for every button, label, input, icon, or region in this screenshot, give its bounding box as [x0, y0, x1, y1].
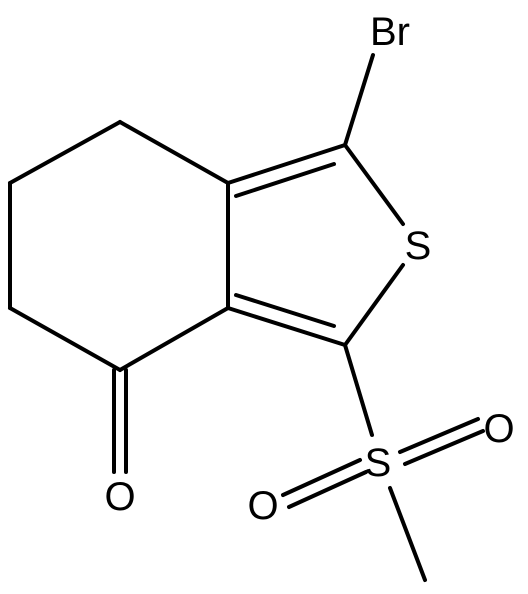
- atom-label-sulfonyl-oxygen-left: O: [247, 484, 278, 528]
- atom-label-sulfonyl-sulfur: S: [365, 441, 392, 485]
- atom-label-ketone-oxygen: O: [104, 475, 135, 519]
- bond-c7-c8: [8, 306, 122, 372]
- bond-so-left-a: [281, 458, 362, 497]
- bond-c4-c5: [118, 120, 230, 185]
- atom-label-ring-sulfur: S: [405, 224, 432, 268]
- bond-c3a-c1-outer: [226, 143, 347, 185]
- atom-label-sulfonyl-oxygen-right: O: [483, 407, 514, 451]
- bond-c7a-c3-outer: [226, 306, 347, 347]
- bond-c1-br: [343, 53, 375, 147]
- bond-so-right-b: [403, 429, 485, 466]
- bond-so-right-a: [398, 417, 480, 454]
- bond-s-c3: [343, 263, 405, 347]
- bond-so2-methyl: [388, 486, 427, 582]
- bond-c3-so2: [343, 343, 374, 437]
- atom-label-bromine: Br: [370, 10, 410, 54]
- bond-c1-s: [343, 143, 405, 226]
- bond-c3a-c1-inner: [234, 162, 336, 198]
- bond-c8-c3a: [118, 306, 230, 372]
- bond-so-left-b: [287, 470, 368, 509]
- bond-c5-c6: [8, 120, 122, 185]
- bond-c7a-c3-inner: [234, 293, 336, 328]
